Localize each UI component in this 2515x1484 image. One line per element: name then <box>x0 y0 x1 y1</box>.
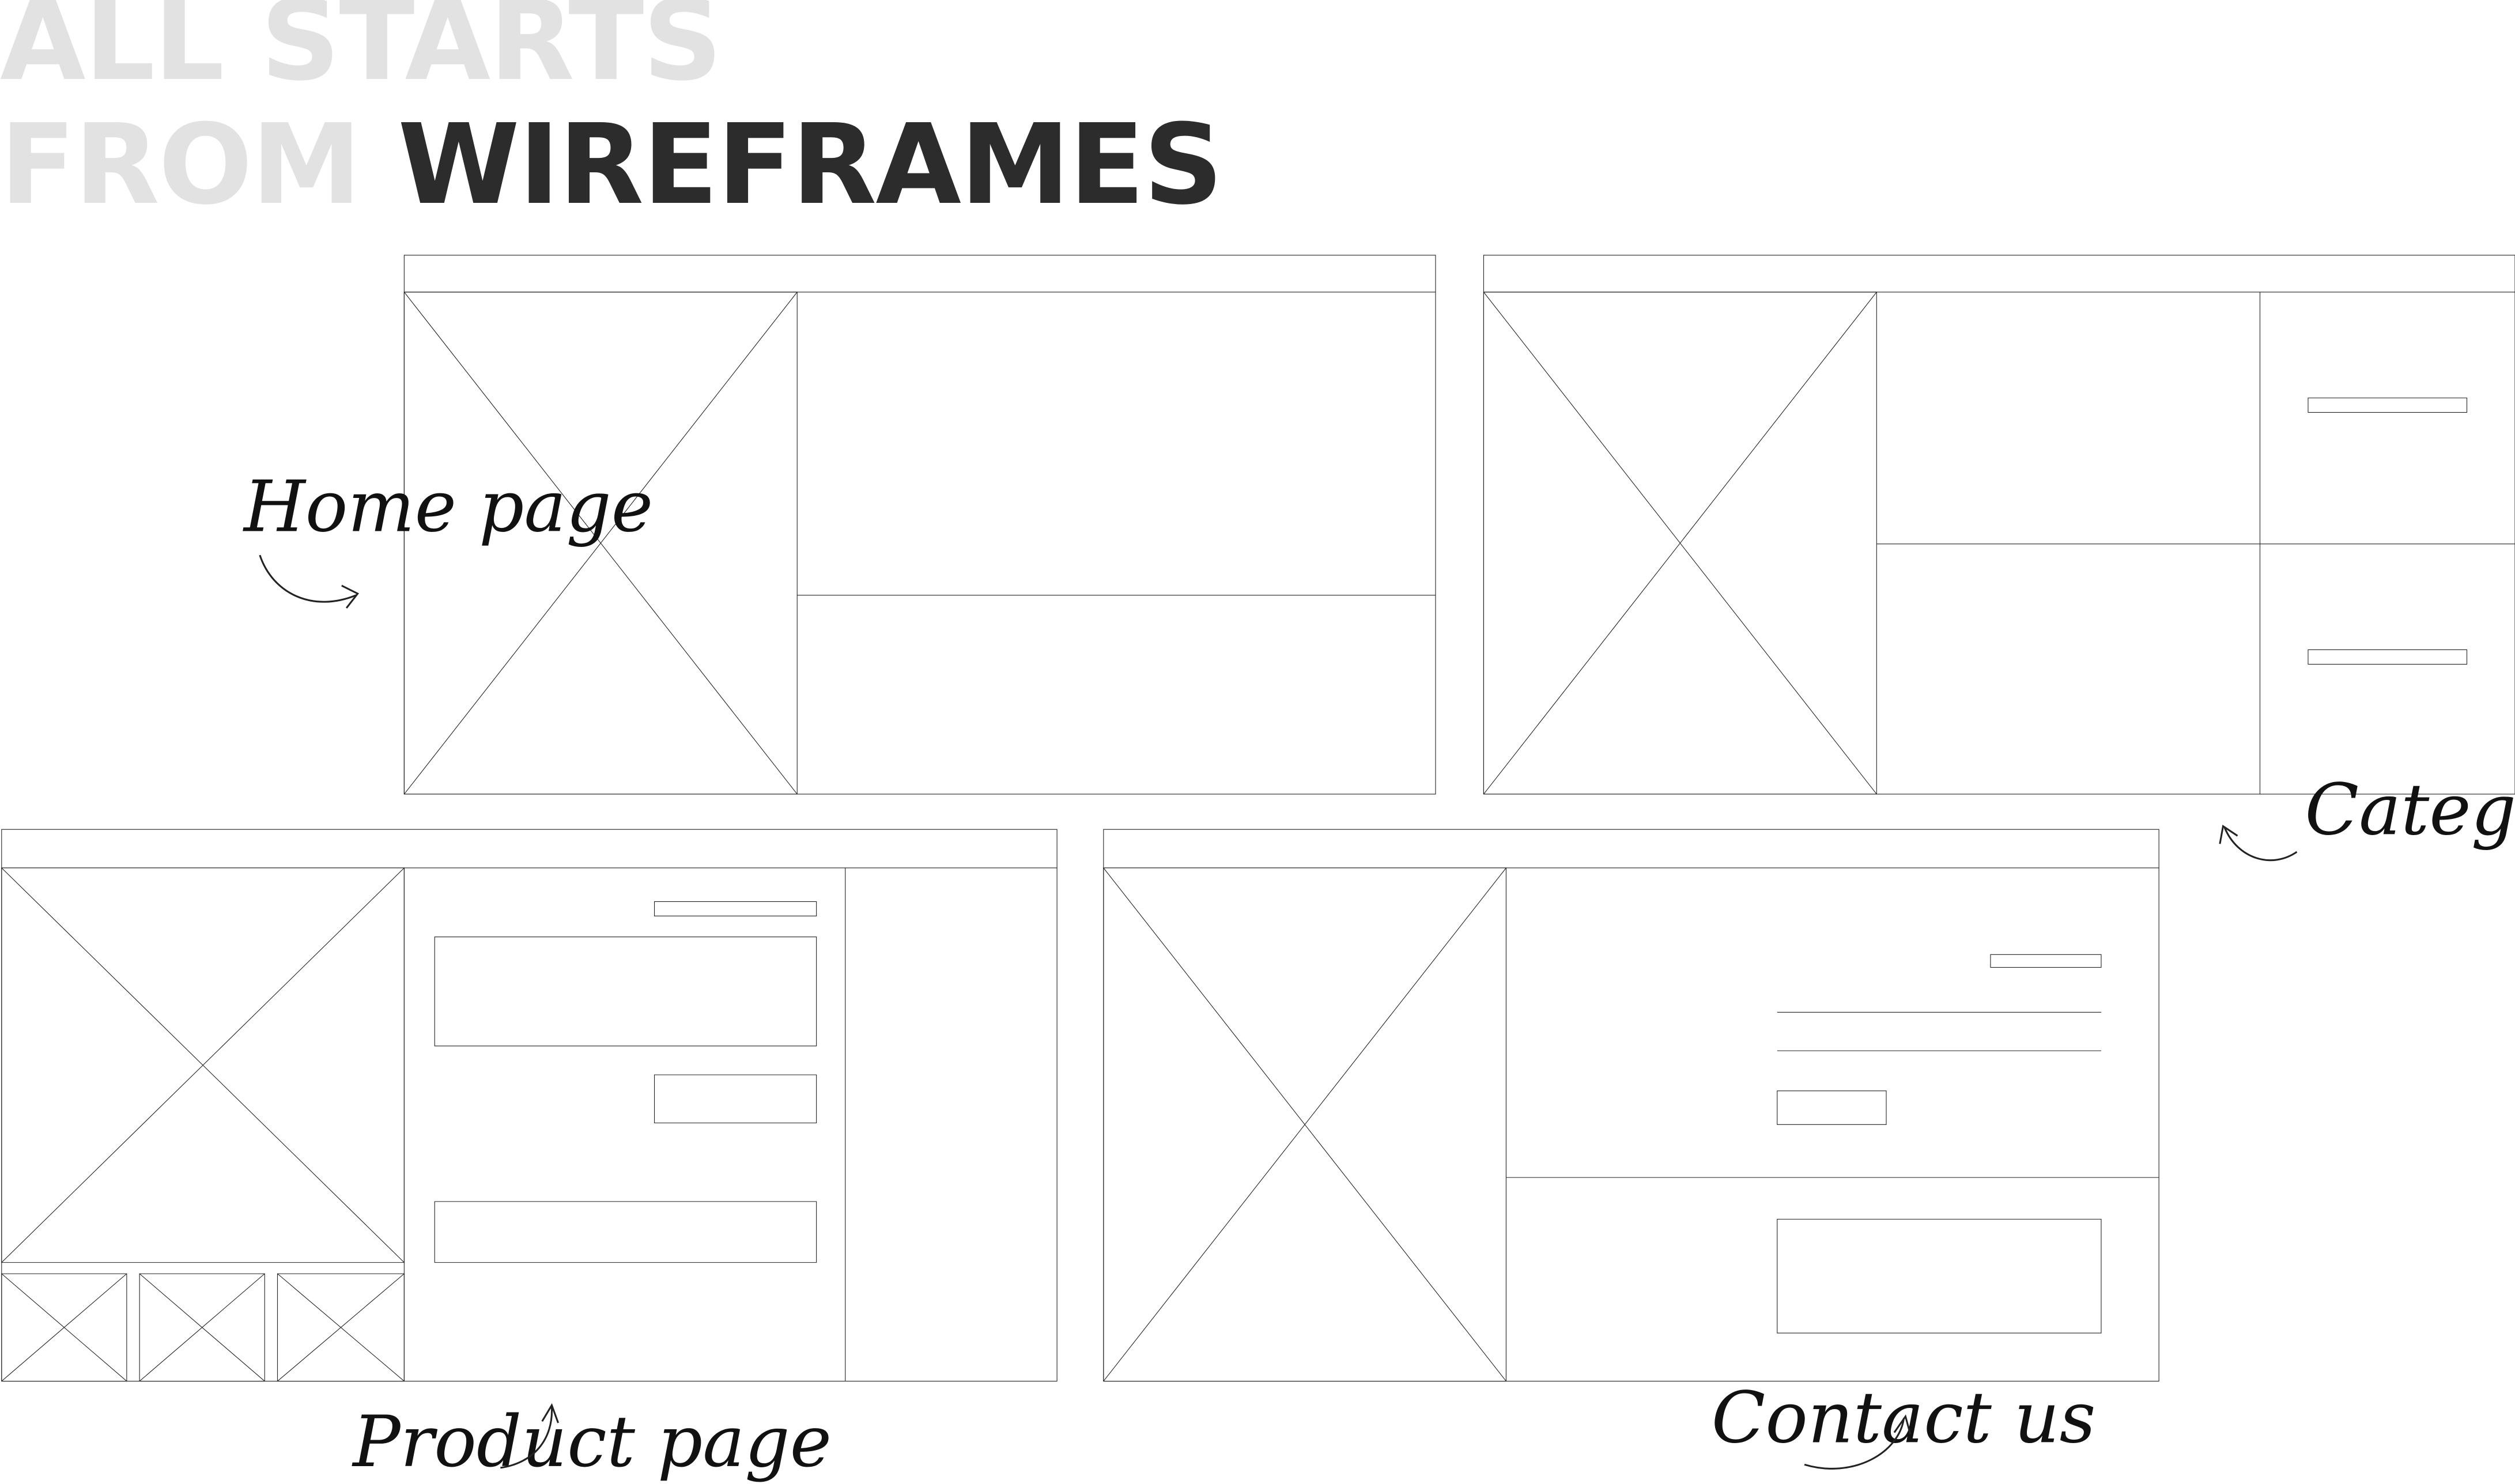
home-page-label: Home page <box>243 466 653 548</box>
product-button <box>655 1075 817 1123</box>
category-button-1 <box>2308 398 2467 413</box>
annotation-contact: Contact us <box>1712 1376 2096 1470</box>
home-page-wireframe <box>404 255 1436 794</box>
home-arrow <box>259 554 357 603</box>
product-title-bar <box>655 901 817 916</box>
category-arrow-head <box>2219 825 2238 844</box>
contact-us-label: Contact us <box>1712 1376 2096 1459</box>
category-image-placeholder <box>1483 292 1876 794</box>
contact-title-bar <box>1991 954 2101 967</box>
product-thumb-1 <box>2 1274 127 1381</box>
contact-map-box <box>1777 1219 2101 1333</box>
product-arrow <box>500 1407 553 1469</box>
product-thumb-2 <box>139 1274 265 1381</box>
contact-submit-button <box>1777 1091 1886 1124</box>
contact-frame <box>1104 829 2159 1381</box>
contact-us-wireframe <box>1104 829 2159 1381</box>
product-frame <box>2 829 1057 1381</box>
annotation-home: Home page <box>243 466 653 609</box>
annotation-category: Category <box>2219 769 2515 862</box>
home-arrow-head <box>341 584 360 609</box>
product-info-box <box>435 1202 816 1263</box>
product-description-box <box>435 937 816 1046</box>
contact-image-placeholder <box>1104 868 1506 1381</box>
category-arrow <box>2223 827 2298 862</box>
product-page-label: Product page <box>352 1400 832 1483</box>
page-title: ALL STARTS FROM WIREFRAMES <box>0 0 1223 229</box>
contact-arrow-head <box>1893 1414 1912 1434</box>
product-thumb-3 <box>277 1274 404 1381</box>
home-image-placeholder <box>404 292 797 794</box>
product-arrow-head <box>541 1403 559 1423</box>
contact-arrow <box>1804 1418 1905 1470</box>
annotation-product: Product page <box>352 1400 832 1483</box>
category-label: Category <box>2305 769 2515 851</box>
category-button-2 <box>2308 650 2467 664</box>
category-wireframe <box>1483 255 2515 794</box>
title-line-2-dark: WIREFRAMES <box>398 101 1223 229</box>
title-line-1: ALL STARTS <box>0 0 723 105</box>
title-line-2-light: FROM <box>0 101 361 229</box>
category-frame <box>1483 255 2515 794</box>
product-page-wireframe <box>2 829 1057 1381</box>
